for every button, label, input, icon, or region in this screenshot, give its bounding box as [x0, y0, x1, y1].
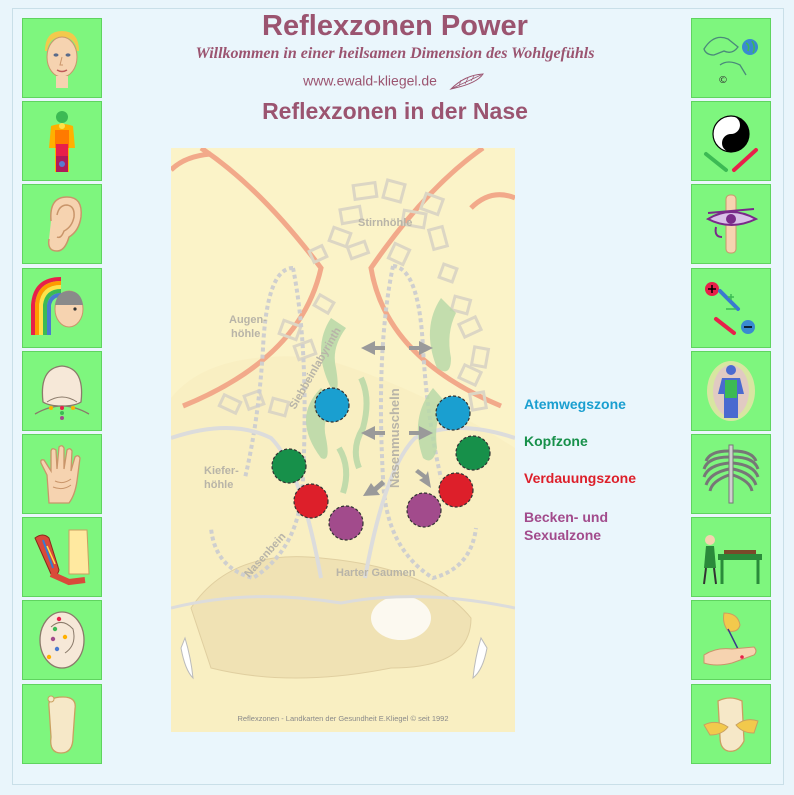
label-kieferhoehle-2: höhle [204, 479, 233, 491]
head-rainbow-icon [31, 276, 84, 335]
sidebar-left-tile-6[interactable] [22, 433, 102, 514]
sidebar-left-tile-4[interactable] [22, 267, 102, 348]
diagram-footer: Reflexzonen - Landkarten der Gesundheit … [237, 714, 448, 723]
chakra-body-icon [49, 111, 75, 173]
sidebar-left [22, 18, 102, 767]
rib-cage-icon [702, 444, 760, 504]
sidebar-right-tile-1[interactable]: © [691, 18, 771, 98]
sinus-cells [217, 178, 491, 426]
right-tooth [472, 636, 488, 680]
sidebar-left-tile-7[interactable] [22, 517, 102, 598]
hand-globe-icon: © [703, 36, 758, 86]
right-orbit-arc [368, 148, 502, 409]
legend-item-verdauungszone: Verdauungszone [524, 470, 637, 486]
label-augenhoehle-2: höhle [231, 328, 260, 340]
head-zone-right [455, 435, 491, 471]
feather-logo-icon [449, 73, 484, 90]
sidebar-right-tile-5[interactable] [691, 350, 771, 431]
head-zone-left [271, 448, 307, 484]
direction-arrows [361, 341, 433, 496]
legend-item-becken-line2: Sexualzone [524, 527, 602, 543]
legend-item-becken-line1: Becken- und [524, 509, 609, 525]
palate-line [171, 595, 515, 610]
label-harter-gaumen: Harter Gaumen [336, 567, 416, 579]
foot-sole-icon [47, 695, 76, 754]
eye-of-horus-icon [705, 194, 759, 254]
right-maxillary-line [363, 426, 515, 579]
sidebar-left-tile-9[interactable] [22, 683, 102, 764]
sidebar-right-tile-4[interactable] [691, 267, 771, 348]
sidebar-right-tile-9[interactable] [691, 683, 771, 764]
sidebar-left-tile-5[interactable] [22, 350, 102, 431]
yin-yang-icon [704, 115, 758, 173]
arm-muscle-icon [34, 529, 90, 586]
sidebar-right-tile-6[interactable] [691, 433, 771, 514]
sidebar-left-tile-1[interactable] [22, 18, 102, 98]
aura-body-icon [707, 360, 755, 421]
sidebar-right: © [691, 18, 771, 767]
foot-massage-icon [703, 696, 759, 752]
site-url-link[interactable]: www.ewald-kliegel.de [303, 72, 437, 89]
site-url-row: www.ewald-kliegel.de [110, 71, 680, 93]
breathing-zone-right [435, 395, 471, 431]
diagram-heading: Reflexzonen in der Nase [262, 98, 528, 124]
left-orbit-arc [182, 148, 324, 409]
sidebar-right-tile-3[interactable] [691, 184, 771, 265]
sidebar-left-tile-2[interactable] [22, 101, 102, 182]
pelvic-zone-right [406, 492, 442, 528]
sidebar-left-tile-3[interactable] [22, 184, 102, 265]
sidebar-right-tile-7[interactable] [691, 517, 771, 598]
ear-icon [47, 196, 82, 253]
treatment-table-icon [703, 535, 762, 585]
page-subtitle: Willkommen in einer heilsamen Dimension … [195, 45, 595, 62]
pelvic-zone-left [328, 505, 364, 541]
page-title: Reflexzonen Power [262, 10, 528, 42]
digestion-zone-left [293, 483, 329, 519]
digestion-zone-right [438, 472, 474, 508]
nose-reflex-diagram: Stirnhöhle Augen- höhle Kiefer- höhle Ha… [171, 148, 515, 732]
highlight [371, 596, 431, 640]
back-of-head-icon [34, 365, 90, 420]
copyright-mark: © [718, 75, 728, 86]
label-stirnhoehle: Stirnhöhle [358, 217, 412, 229]
sidebar-left-tile-8[interactable] [22, 600, 102, 681]
breathing-zone-left [314, 387, 350, 423]
zone-circles [271, 387, 491, 541]
legend-item-atemwegszone: Atemwegszone [524, 396, 626, 412]
right-brow-arc [469, 192, 515, 210]
sidebar-right-tile-2[interactable] [691, 101, 771, 182]
face-icon [45, 31, 79, 88]
hand-palm-icon [40, 445, 81, 504]
legend-item-kopfzone: Kopfzone [524, 433, 588, 449]
left-brow-arc [171, 151, 212, 172]
palate-shape [190, 556, 472, 679]
acupuncture-hand-icon [703, 612, 757, 666]
label-augenhoehle-1: Augen- [229, 314, 267, 326]
ear-points-icon [39, 611, 85, 669]
sidebar-right-tile-8[interactable] [691, 600, 771, 681]
plus-minus-icon [705, 281, 755, 335]
label-nasenmuscheln: Nasenmuscheln [387, 388, 402, 488]
left-tooth [180, 636, 194, 680]
left-maxillary-line [171, 426, 323, 579]
label-kieferhoehle-1: Kiefer- [204, 465, 239, 477]
